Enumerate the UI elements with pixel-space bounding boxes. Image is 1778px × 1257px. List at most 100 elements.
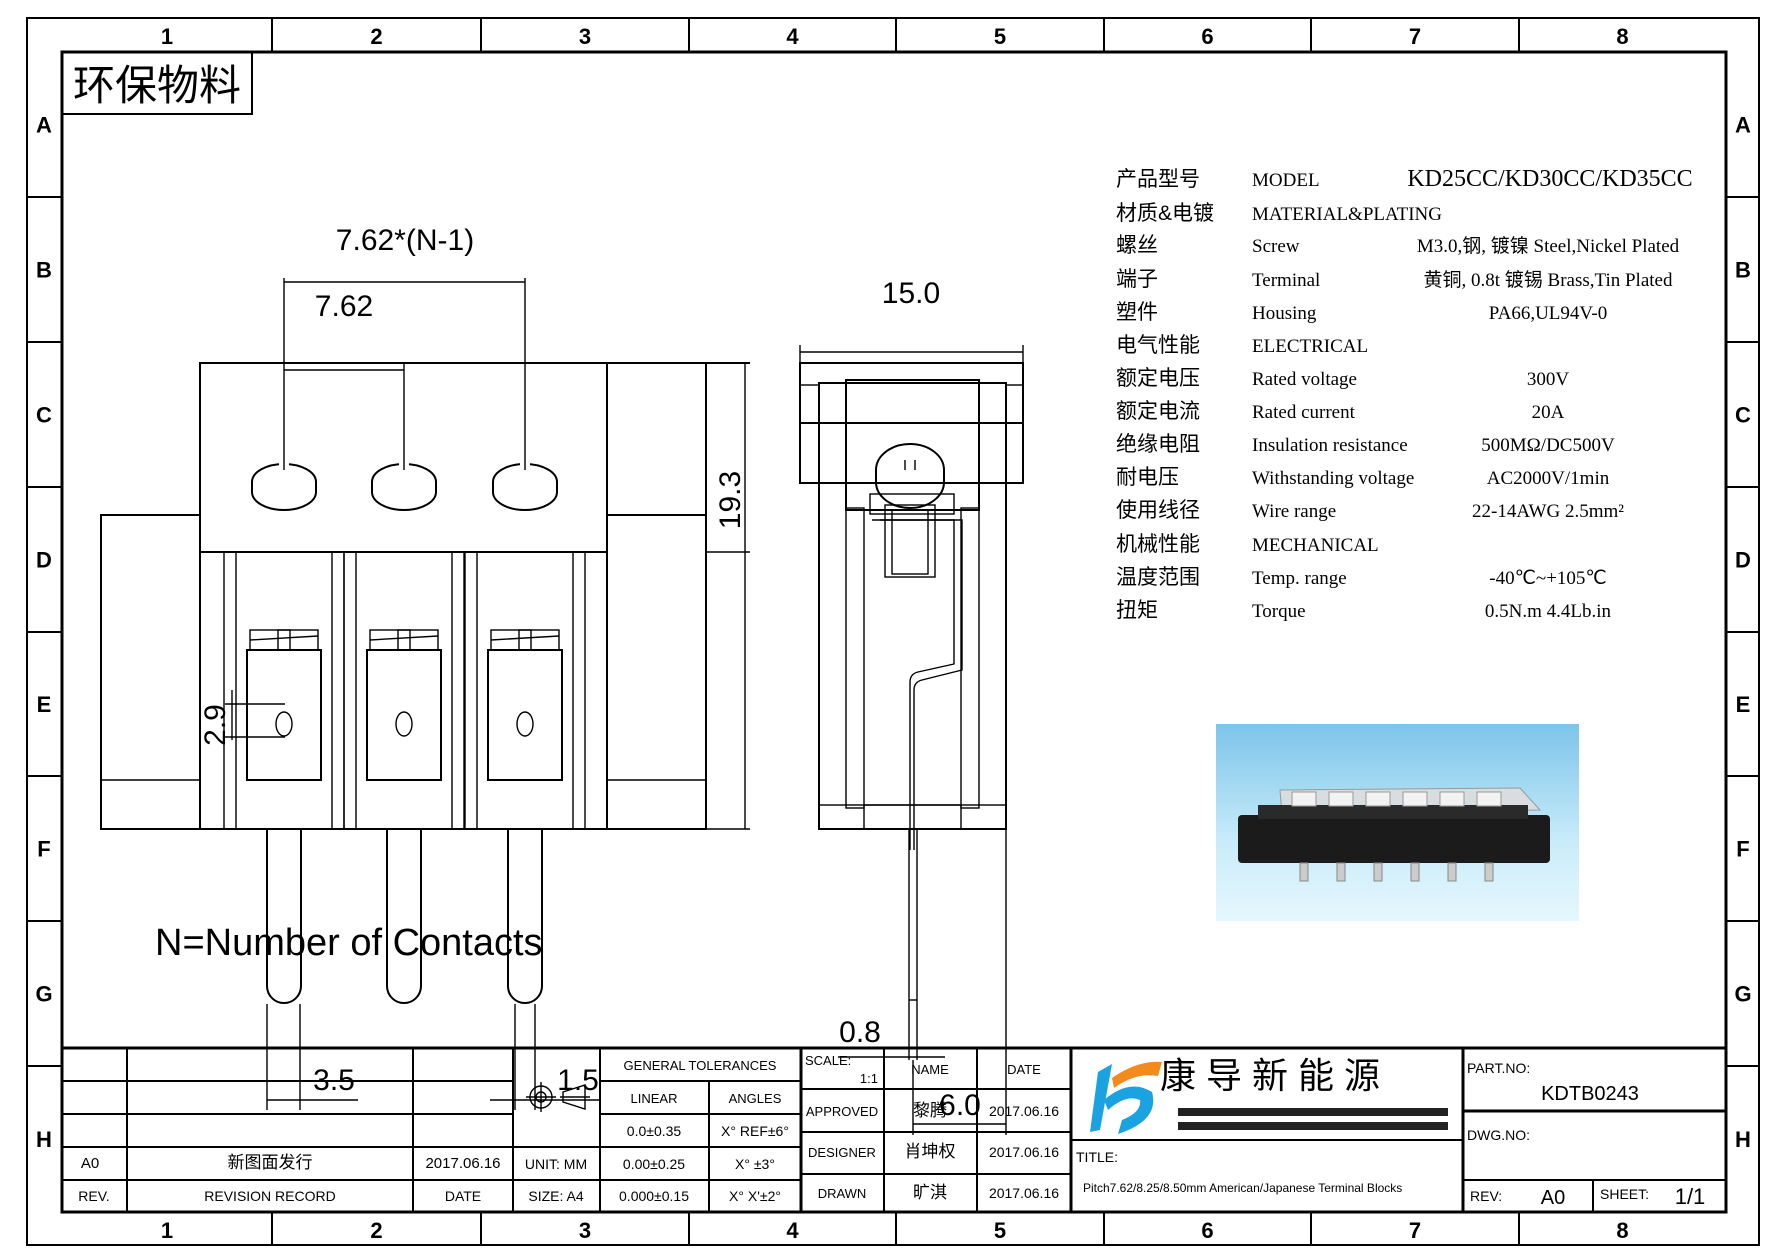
solder-pin xyxy=(386,829,422,1004)
contact-position xyxy=(223,455,345,1004)
spec-label-en: ELECTRICAL xyxy=(1252,336,1368,357)
grid-column-label: 8 xyxy=(1616,24,1628,49)
angles-label: ANGLES xyxy=(729,1091,782,1106)
title-label: TITLE: xyxy=(1076,1149,1118,1165)
solder-pin xyxy=(266,829,302,1004)
spec-label-en: Withstanding voltage xyxy=(1252,468,1414,489)
grid-row-label: D xyxy=(1735,548,1751,573)
spec-label-cn: 端子 xyxy=(1116,268,1158,291)
approval-name: 黎腾 xyxy=(913,1101,947,1120)
photo-pin xyxy=(1410,862,1420,882)
spec-label-cn: 电气性能 xyxy=(1116,334,1200,357)
grid-column-label: 6 xyxy=(1201,24,1213,49)
name-header: NAME xyxy=(911,1062,949,1077)
grid-row-label: C xyxy=(1735,403,1751,428)
grid-row-label: H xyxy=(36,1127,52,1152)
unit: UNIT: MM xyxy=(525,1156,587,1172)
spec-value: KD25CC/KD30CC/KD35CC xyxy=(1407,166,1692,192)
spec-label-en: Wire range xyxy=(1252,501,1336,522)
spec-label-en: Torque xyxy=(1252,601,1306,622)
grid-column-label: 3 xyxy=(579,24,591,49)
grid-column-label: 8 xyxy=(1616,1218,1628,1243)
grid-column-label: 1 xyxy=(161,1218,173,1243)
grid-row-label: D xyxy=(36,548,52,573)
rev-header: REV. xyxy=(78,1188,109,1204)
spec-label-cn: 额定电流 xyxy=(1116,400,1200,423)
linear-tolerance: 0.0±0.35 xyxy=(627,1123,682,1139)
grid-column-label: 4 xyxy=(786,1218,799,1243)
angle-tolerance: X° X'±2° xyxy=(729,1188,781,1204)
linear-tolerance: 0.00±0.25 xyxy=(623,1156,685,1172)
linear-label: LINEAR xyxy=(631,1091,678,1106)
grid-row-label: A xyxy=(36,113,52,138)
dim-height: 19.3 xyxy=(714,471,747,529)
dim-pitch-total: 7.62*(N-1) xyxy=(336,224,474,257)
photo-screw xyxy=(1365,791,1391,807)
grid-column-label: 2 xyxy=(370,1218,382,1243)
spec-label-en: MATERIAL&PLATING xyxy=(1252,204,1442,225)
photo-screw xyxy=(1328,791,1354,807)
grid-column-label: 5 xyxy=(994,24,1006,49)
approval-name: 肖坤权 xyxy=(905,1142,956,1161)
grid-column-label: 1 xyxy=(161,24,173,49)
photo-screw xyxy=(1476,791,1502,807)
part-no: KDTB0243 xyxy=(1541,1083,1639,1105)
spec-value: 20A xyxy=(1532,402,1565,423)
size: SIZE: A4 xyxy=(528,1188,583,1204)
sheet-label: SHEET: xyxy=(1600,1186,1649,1202)
spec-label-cn: 机械性能 xyxy=(1116,533,1200,556)
dim-pin-hole: 2.9 xyxy=(199,704,232,746)
grid-row-label: B xyxy=(36,258,52,283)
spec-label-cn: 额定电压 xyxy=(1116,367,1200,390)
dimensions: 7.62*(N-1) 7.62 19.3 15.0 2.9 3.5 1.5 0.… xyxy=(199,224,1024,1135)
spec-label-cn: 使用线径 xyxy=(1116,499,1200,522)
spec-value: 黄铜, 0.8t 镀锡 Brass,Tin Plated xyxy=(1424,269,1673,291)
rev-label: REV: xyxy=(1470,1188,1502,1204)
company-contact-line xyxy=(1178,1108,1448,1116)
grid-row-label: C xyxy=(36,403,52,428)
grid-column-label: 7 xyxy=(1409,1218,1421,1243)
photo-screw xyxy=(1291,791,1317,807)
drawing-title: Pitch7.62/8.25/8.50mm American/Japanese … xyxy=(1083,1181,1402,1195)
spec-label-cn: 温度范围 xyxy=(1116,566,1200,589)
spec-row: 额定电流 Rated current 20A xyxy=(1116,400,1565,423)
eco-material-stamp: 环保物料 xyxy=(61,51,253,115)
approval-date: 2017.06.16 xyxy=(989,1103,1059,1119)
side-view xyxy=(799,362,1024,1060)
photo-pin xyxy=(1299,862,1309,882)
contacts-note: N=Number of Contacts xyxy=(155,922,543,964)
spec-label-cn: 材质&电镀 xyxy=(1116,202,1214,225)
solder-pin xyxy=(507,829,543,1004)
spec-value: 0.5N.m 4.4Lb.in xyxy=(1485,601,1612,622)
dim-width: 15.0 xyxy=(882,277,940,310)
angle-tolerance: X° ±3° xyxy=(735,1156,775,1172)
revision-record-header: REVISION RECORD xyxy=(204,1188,335,1204)
photo-pin xyxy=(1336,862,1346,882)
spec-label-en: Rated current xyxy=(1252,402,1356,423)
spec-label-en: Temp. range xyxy=(1252,568,1347,589)
grid-row-label: F xyxy=(37,837,50,862)
date-header: DATE xyxy=(445,1188,481,1204)
linear-tolerance: 0.000±0.15 xyxy=(619,1188,689,1204)
spec-label-en: Terminal xyxy=(1252,270,1320,291)
photo-pin xyxy=(1447,862,1457,882)
contact-position xyxy=(464,455,586,1004)
pin-hole xyxy=(275,711,293,737)
grid-row-label: F xyxy=(1736,837,1749,862)
spec-label-cn: 绝缘电阻 xyxy=(1116,433,1200,456)
spec-row: 电气性能 ELECTRICAL xyxy=(1116,334,1368,357)
third-angle-projection-icon xyxy=(526,1082,590,1112)
spec-label-en: Housing xyxy=(1252,303,1317,324)
spec-value: 22-14AWG 2.5mm² xyxy=(1472,501,1624,522)
pin-hole xyxy=(516,711,534,737)
approval-role: APPROVED xyxy=(806,1104,878,1119)
sheet-value: 1/1 xyxy=(1675,1184,1706,1209)
revision-record: 新图面发行 xyxy=(228,1153,313,1172)
